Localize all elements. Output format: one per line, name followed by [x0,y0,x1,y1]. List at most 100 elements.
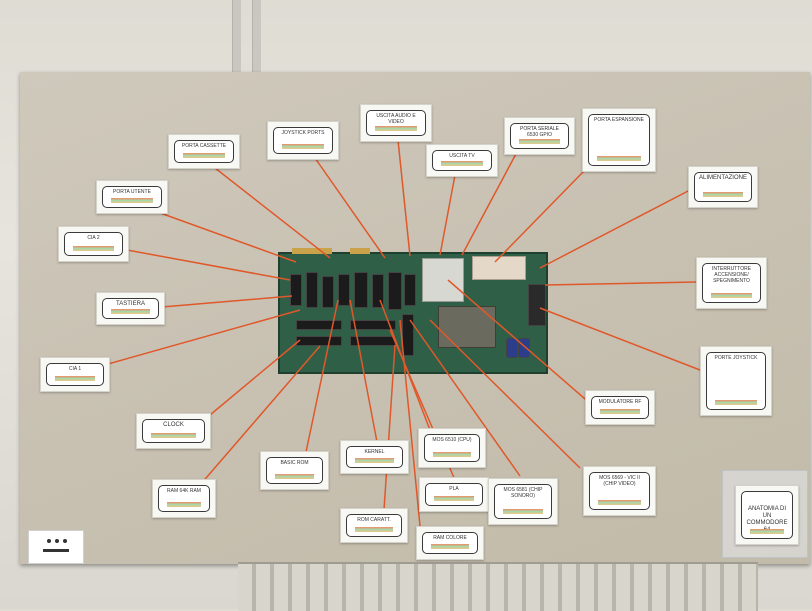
label-text: PORTA SERIALE 6530 GPIO [520,126,559,138]
label-sound-chip: MOS 6581 (CHIP SONORO) [488,478,558,525]
label-text: MOS 6510 (CPU) [432,437,472,443]
color-stripes [355,527,393,532]
label-alimentazione: ALIMENTAZIONE [688,166,758,208]
label-frame: PORTA SERIALE 6530 GPIO [510,123,569,149]
chip [338,274,350,306]
label-frame: KERNEL [346,446,403,468]
label-uscita-audio-video: USCITA AUDIO E VIDEO [360,104,432,142]
wall-pipe [252,0,261,72]
color-stripes [750,529,784,534]
color-stripes [375,126,417,131]
label-interruttore: INTERRUTTORE ACCENSIONE/ SPEGNIMENTO [696,257,767,309]
logo-mark [43,549,69,552]
label-frame: MODULATORE RF [591,396,649,419]
label-frame: PORTA UTENTE [102,186,162,208]
chip [350,336,396,346]
capacitor [506,338,518,358]
label-text: PORTA CASSETTE [181,143,227,149]
label-text: RAM 64K RAM [167,488,201,494]
color-stripes [711,293,752,298]
color-stripes [703,192,743,197]
label-text: ROM CARATT. [357,517,391,523]
label-text: MOS 6581 (CHIP SONORO) [503,487,543,499]
label-text: CIA 1 [68,366,82,372]
color-stripes [73,246,114,251]
label-porta-espansione: PORTA ESPANSIONE [582,108,656,172]
chip [306,272,318,308]
label-text: USCITA AUDIO E VIDEO [376,113,416,125]
label-frame: ROM CARATT. [346,514,402,537]
label-basic-rom: BASIC ROM [260,451,329,490]
label-porta-utente: PORTA UTENTE [96,180,168,214]
label-porta-joystick: PORTE JOYSTICK [700,346,772,416]
label-frame: TASTIERA [102,298,159,319]
color-stripes [282,144,324,149]
label-ram: RAM 64K RAM [152,479,216,518]
label-cia-1: CIA 1 [40,357,110,392]
chip [322,276,334,308]
logo-mark [55,539,59,543]
logo-sticker [28,530,84,564]
label-frame: USCITA TV [432,150,492,171]
power-connector [528,284,546,326]
color-stripes [715,400,757,405]
label-text: TASTIERA [116,301,145,307]
label-frame: PORTA ESPANSIONE [588,114,650,166]
label-frame: CIA 2 [64,232,123,256]
chip [404,274,416,306]
chip [372,274,384,308]
label-rom-caratteri: ROM CARATT. [340,508,408,543]
color-stripes [183,153,225,158]
label-text: MODULATORE RF [598,399,642,405]
label-text: PORTE JOYSTICK [714,355,758,361]
label-text: CLOCK [163,422,184,428]
color-stripes [275,474,314,479]
label-frame: ANATOMIA DI UN COMMODORE 64 [741,491,793,539]
label-modulatore: MODULATORE RF [585,390,655,425]
chip [296,336,342,346]
chip [350,320,396,330]
label-cia-2: CIA 2 [58,226,129,262]
color-stripes [600,409,640,414]
color-stripes [111,198,153,203]
label-uscita-tv: USCITA TV [426,144,498,177]
label-frame: RAM 64K RAM [158,485,210,512]
logo-mark [47,539,51,543]
label-text: CIA 2 [87,235,100,241]
label-text: USCITA TV [449,153,475,159]
label-text: MOS 6569 - VIC II (CHIP VIDEO) [599,475,640,487]
label-ram-colore: RAM COLORE [416,526,484,560]
label-tastiera: TASTIERA [96,292,165,325]
label-frame: USCITA AUDIO E VIDEO [366,110,426,136]
label-porta-cassette: PORTA CASSETTE [168,134,240,169]
label-frame: PLA [425,483,483,506]
title-pocket: ANATOMIA DI UN COMMODORE 64 [722,470,808,558]
label-kernel: KERNEL [340,440,409,474]
label-text: PORTA UTENTE [113,189,151,195]
label-frame: INTERRUTTORE ACCENSIONE/ SPEGNIMENTO [702,263,761,303]
chip [388,272,402,310]
label-frame: BASIC ROM [266,457,323,484]
color-stripes [519,139,560,144]
edge-connector [350,248,370,254]
color-stripes [597,156,641,161]
color-stripes [355,458,394,463]
color-stripes [55,376,95,381]
color-stripes [598,500,641,505]
capacitor [518,338,530,358]
label-frame: MOS 6569 - VIC II (CHIP VIDEO) [589,472,650,510]
color-stripes [111,309,150,314]
radiator [238,562,758,611]
rf-modulator [422,258,464,302]
label-anatomia: ANATOMIA DI UN COMMODORE 64 [735,485,799,545]
color-stripes [431,544,469,549]
label-text: BASIC ROM [280,460,309,466]
power-section [472,256,526,280]
label-clock: CLOCK [136,413,211,449]
vic-chip [438,306,496,348]
chip [402,314,414,356]
label-frame: PORTA CASSETTE [174,140,234,163]
chip [296,320,342,330]
label-frame: CIA 1 [46,363,104,386]
label-frame: JOYSTICK PORTS [273,127,333,154]
